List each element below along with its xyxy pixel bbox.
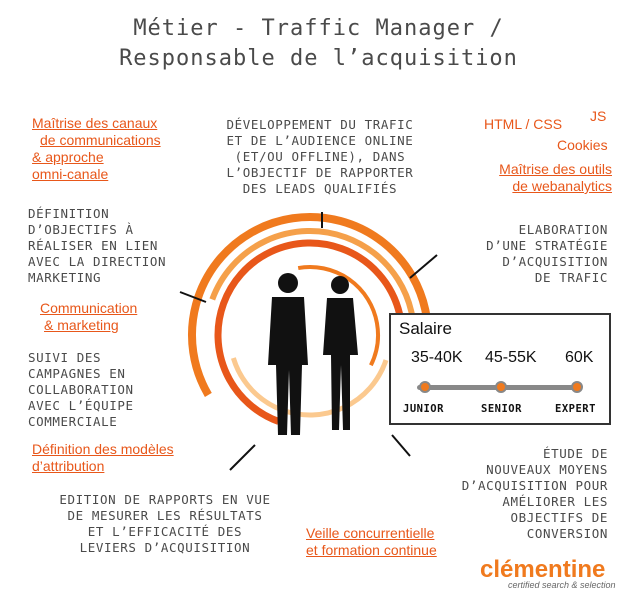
brand-logo: clémentine [480,556,606,583]
salary-junior-value: 35-40K [411,349,463,366]
salary-title: Salaire [399,319,452,338]
salary-expert-value: 60K [565,349,594,366]
text-left-2: Communication& marketing [40,300,138,333]
text-bottom-center: Edition de rapports en vuede mesurer les… [59,492,271,555]
salary-senior-value: 45-55K [485,349,537,366]
salary-expert-label: EXPERT [555,403,596,415]
woman-silhouette [323,276,358,430]
text-top-center: Développement du traficet de l’audience … [226,117,414,196]
page-title-line-1: Métier - Traffic Manager / [133,16,504,41]
text-right-2: Étude denouveaux moyensd’acquisition pou… [461,446,608,541]
salary-senior-label: SENIOR [481,403,522,415]
salary-junior-label: JUNIOR [403,403,444,415]
salary-expert-dot [571,381,583,393]
salary-senior-dot [495,381,507,393]
skill-js: JS [590,108,607,124]
page-title-line-2: Responsable de l’acquisition [119,46,518,71]
skill-html-css: HTML / CSS [484,116,563,132]
brand-tagline: certified search & selection [508,580,616,590]
man-silhouette [268,273,308,435]
salary-junior-dot [419,381,431,393]
text-left-3: Suivi descampagnes encollaborationavec l… [28,350,134,429]
skill-cookies: Cookies [557,137,608,153]
salary-box: Salaire 35-40K 45-55K 60K JUNIOR SENIOR … [389,313,611,425]
text-right-1: Elaborationd’une stratégied’acquisitiond… [486,222,608,285]
